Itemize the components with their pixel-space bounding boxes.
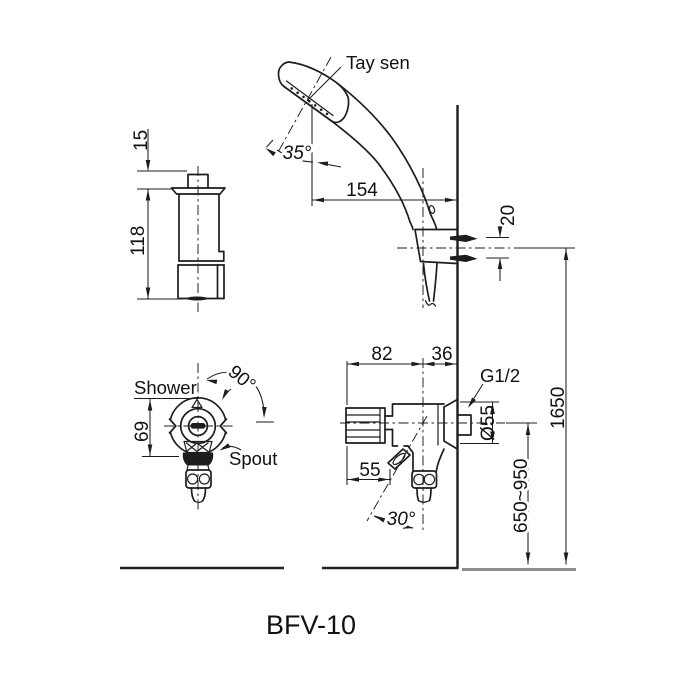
handle-notch-left <box>168 418 177 434</box>
dim-head-angle-graphics <box>264 104 342 206</box>
dim-body-length: 82 <box>371 344 392 365</box>
dim-55-graphics <box>346 446 391 485</box>
wall-holder <box>397 228 510 265</box>
head-axis-centerline <box>276 56 332 155</box>
dim-30-graphics <box>373 513 415 531</box>
bracket-pin <box>187 173 209 189</box>
diverter-lever <box>387 448 411 470</box>
shower-position-label: Shower <box>134 377 197 398</box>
handle-notch-right <box>219 418 228 434</box>
valve-knob <box>345 407 394 444</box>
hand-shower-leader <box>306 66 342 102</box>
spray-holes <box>290 87 329 116</box>
bracket-body-right <box>218 193 225 262</box>
dim-wall-clearance: 36 <box>431 344 452 365</box>
dim-escutcheon-diameter: Ø55 <box>478 405 499 441</box>
holder-screw-top <box>450 234 478 242</box>
dim-head-offset: 154 <box>346 180 378 201</box>
dim-head-angle: 35° <box>283 143 312 164</box>
holder-bracket-view <box>170 166 226 312</box>
valve-body <box>391 403 445 472</box>
dim-holder-height: 118 <box>128 226 149 256</box>
dim-install-height-range: 650~950 <box>511 459 532 534</box>
shower-head-outline <box>277 61 350 124</box>
bracket-flange <box>170 187 226 195</box>
rotation-arc <box>206 371 265 417</box>
handle-button <box>428 205 436 214</box>
rotation-annotation <box>205 371 274 453</box>
dim-1650-graphics <box>514 247 575 565</box>
hand-shower-drawing <box>276 56 510 308</box>
thread-size-label: G1/2 <box>480 365 520 386</box>
bracket-bottom-detail <box>186 296 208 301</box>
dim-dia55-graphics <box>460 401 499 445</box>
dimensions <box>134 66 575 565</box>
dim-82-36-graphics <box>346 361 457 405</box>
escutcheon-flange <box>443 399 458 450</box>
bracket-joint-lines <box>177 260 225 266</box>
handle-pointer-triangle <box>191 398 203 409</box>
front-spout <box>182 440 214 504</box>
holder-screw-bottom <box>450 254 478 262</box>
dim-shower-height: 1650 <box>548 387 569 429</box>
valve-front-view <box>164 363 274 510</box>
hand-shower-label: Tay sen <box>346 52 410 73</box>
dim-154-graphics <box>312 197 457 203</box>
side-spout <box>411 470 438 503</box>
drawing-title: BFV-10 <box>266 610 356 640</box>
wall-and-floor <box>120 105 576 571</box>
spout-position-label: Spout <box>229 448 277 469</box>
dim-69-graphics <box>134 397 199 458</box>
dim-lever-offset: 55 <box>359 460 380 481</box>
valve-side-view <box>340 358 505 533</box>
hose <box>422 262 438 307</box>
handle-outer-curve <box>336 82 438 231</box>
dim-screw-spacing: 20 <box>498 205 519 226</box>
bracket-lower-block <box>177 264 225 300</box>
handle-inner-curve <box>330 120 414 231</box>
dim-handle-offset: 69 <box>132 421 153 442</box>
annotations: Tay sen 35° 154 20 15 118 Shower 90° 69 … <box>128 52 569 640</box>
lever-axis-centerline <box>366 415 428 522</box>
dim-lever-angle: 30° <box>387 509 416 530</box>
dim-650-950-graphics <box>506 422 537 565</box>
dim-20-graphics <box>486 226 509 281</box>
wall-pipe <box>457 414 472 436</box>
dim-15-118-graphics <box>137 129 187 300</box>
dim-holder-pin-height: 15 <box>131 130 152 151</box>
